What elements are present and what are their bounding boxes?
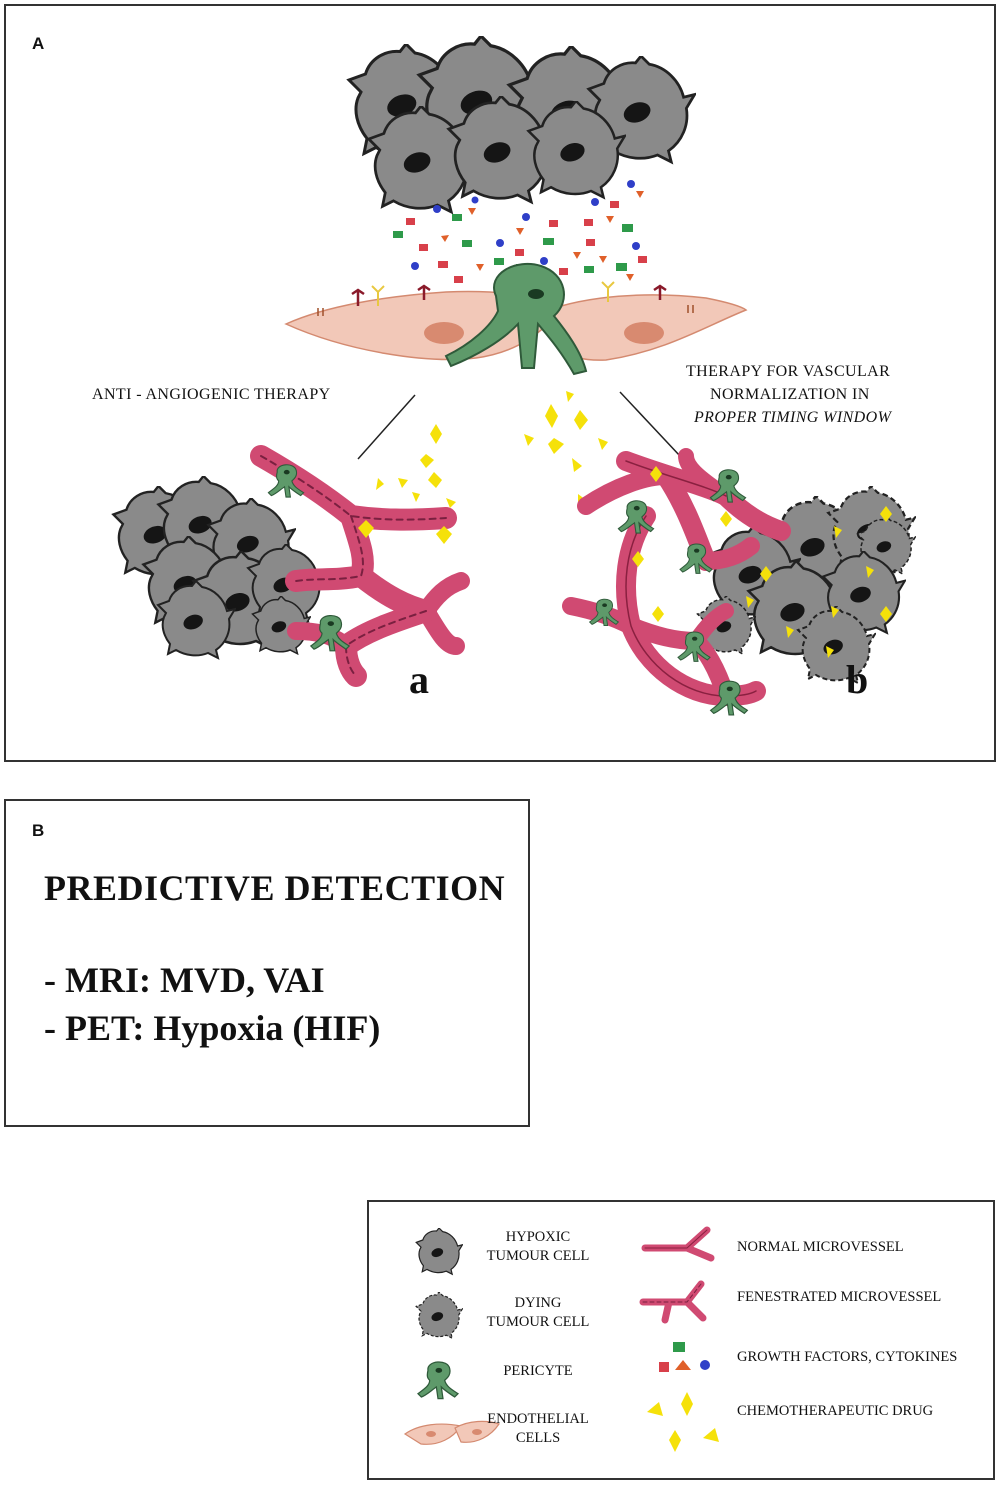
fenestrated-microvessel-icon <box>639 1280 707 1324</box>
panel-a: A <box>4 4 996 762</box>
legend-chemo-drug-label: CHEMOTHERAPEUTIC DRUG <box>737 1403 934 1419</box>
caption-anti-angiogenic: ANTI - ANGIOGENIC THERAPY <box>92 386 331 403</box>
pericyte-icon <box>417 1361 459 1400</box>
detection-item-mri: - MRI: MVD, VAI <box>44 960 325 1000</box>
growth-factors-icon <box>659 1342 710 1372</box>
chemo-drug-scatter <box>376 391 608 508</box>
panel-b: B PREDICTIVE DETECTION - MRI: MVD, VAI -… <box>4 799 530 1127</box>
legend-pericyte-label: PERICYTE <box>503 1363 573 1379</box>
panel-b-letter: B <box>32 821 45 840</box>
panel-a-illustration <box>112 36 916 716</box>
drug-in-tumour-b <box>632 466 892 658</box>
caption-normalization-line2: NORMALIZATION IN <box>710 386 870 403</box>
panel-a-letter: A <box>32 34 45 53</box>
caption-normalization-line3: PROPER TIMING WINDOW <box>694 409 892 426</box>
subpanel-label-a: a <box>409 657 429 702</box>
subpanel-label-b: b <box>846 657 869 702</box>
legend-normal-vessel-label: NORMAL MICROVESSEL <box>737 1239 904 1255</box>
legend-growth-factors-label: GROWTH FACTORS, CYTOKINES <box>737 1349 958 1365</box>
legend-fenestrated-vessel-label: FENESTRATED MICROVESSEL <box>737 1289 942 1305</box>
legend-icons <box>403 1226 719 1452</box>
detection-item-pet: - PET: Hypoxia (HIF) <box>44 1008 381 1048</box>
hypoxic-tumour-cell-icon <box>415 1228 463 1275</box>
caption-normalization-line1: THERAPY FOR VASCULAR <box>686 363 891 380</box>
top-tumour-cluster <box>347 36 696 214</box>
endothelial-cells-icon <box>403 1420 500 1445</box>
normal-microvessel-icon <box>641 1226 715 1262</box>
chemotherapeutic-drug-icon <box>647 1392 719 1452</box>
dying-tumour-cell-icon <box>415 1292 463 1339</box>
predictive-detection-heading: PREDICTIVE DETECTION <box>44 868 506 908</box>
growth-factors-scatter <box>393 180 647 283</box>
pericyte-top <box>444 262 588 376</box>
